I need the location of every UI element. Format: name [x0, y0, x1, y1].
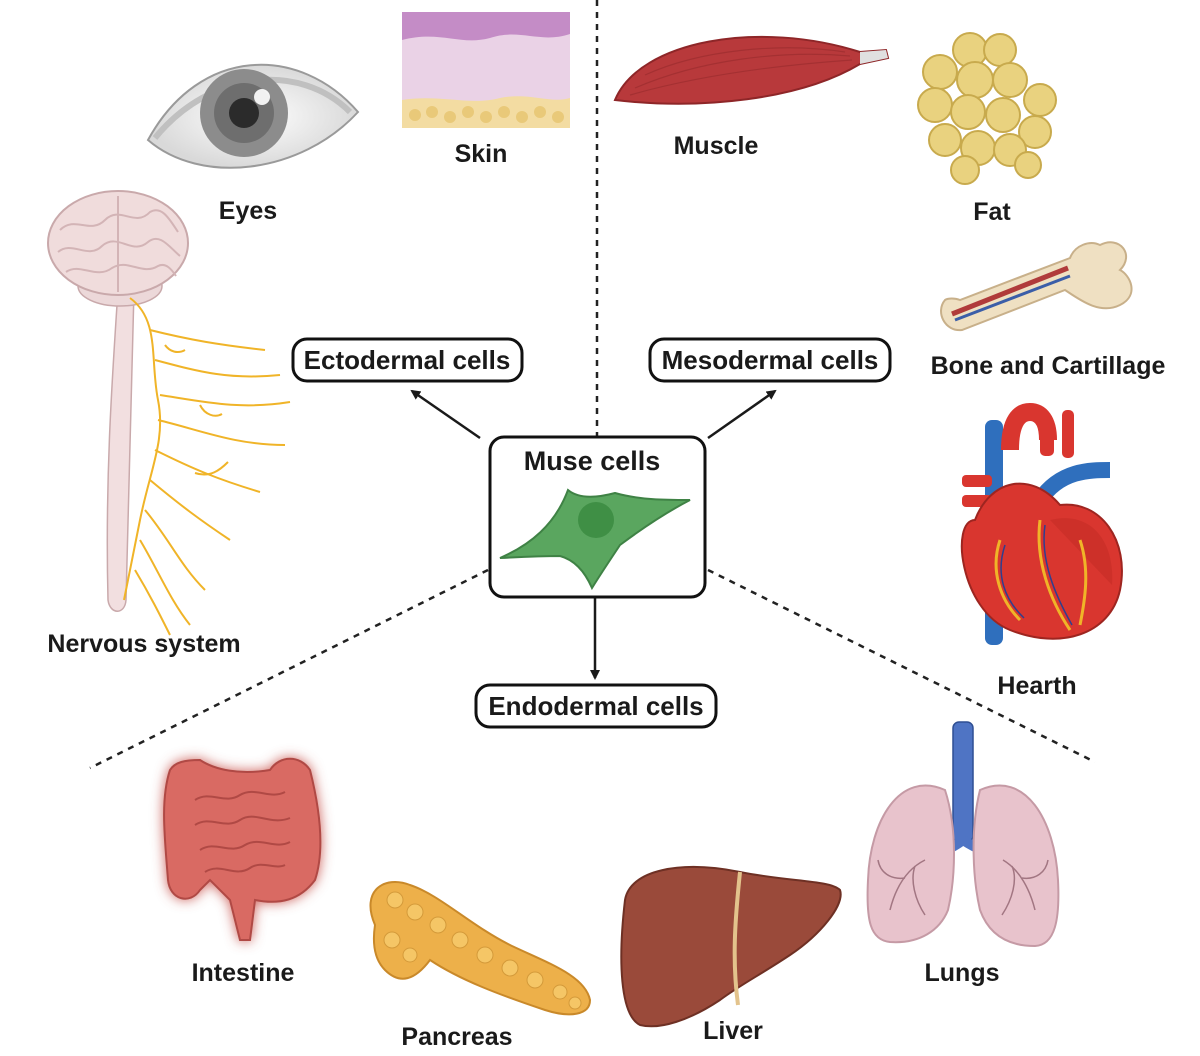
pancreas-icon [369, 880, 592, 1016]
stem-cell-icon [499, 488, 691, 591]
differentiation-arrows [410, 389, 777, 680]
quadrant-dividers [89, 0, 1096, 770]
label-intestine: Intestine [192, 959, 295, 987]
eye-icon [146, 63, 360, 169]
label-muse-cells: Muse cells [524, 446, 661, 476]
nervous-system-icon [47, 190, 291, 636]
mesoderm-box: Mesodermal cells [648, 337, 892, 383]
heart-icon [960, 402, 1123, 645]
divider-bottom-left [89, 568, 489, 770]
muse-cells-box: Muse cells [488, 435, 707, 599]
muscle-icon [613, 35, 890, 105]
ectoderm-box: Ectodermal cells [291, 337, 524, 383]
label-mesodermal-cells: Mesodermal cells [662, 345, 879, 375]
lungs-icon [866, 721, 1060, 948]
bone-icon [940, 241, 1133, 332]
label-endodermal-cells: Endodermal cells [488, 691, 703, 721]
skin-layers-icon [402, 12, 570, 128]
arrow-to-mesoderm [707, 389, 777, 440]
label-ectodermal-cells: Ectodermal cells [304, 345, 511, 375]
label-liver: Liver [703, 1017, 763, 1045]
arrow-to-ectoderm [410, 389, 481, 440]
label-skin: Skin [455, 140, 508, 168]
label-fat: Fat [973, 198, 1011, 226]
label-nervous-system: Nervous system [47, 630, 240, 658]
intestine-icon [163, 757, 322, 941]
label-pancreas: Pancreas [401, 1023, 512, 1051]
label-eyes: Eyes [219, 197, 277, 225]
fat-cells-icon [917, 32, 1057, 185]
label-bone: Bone and Cartillage [931, 352, 1166, 380]
divider-bottom-right [707, 568, 1096, 764]
label-muscle: Muscle [674, 132, 759, 160]
endoderm-box: Endodermal cells [474, 683, 718, 729]
liver-icon [620, 866, 842, 1028]
label-heart: Hearth [997, 672, 1076, 700]
label-lungs: Lungs [925, 959, 1000, 987]
